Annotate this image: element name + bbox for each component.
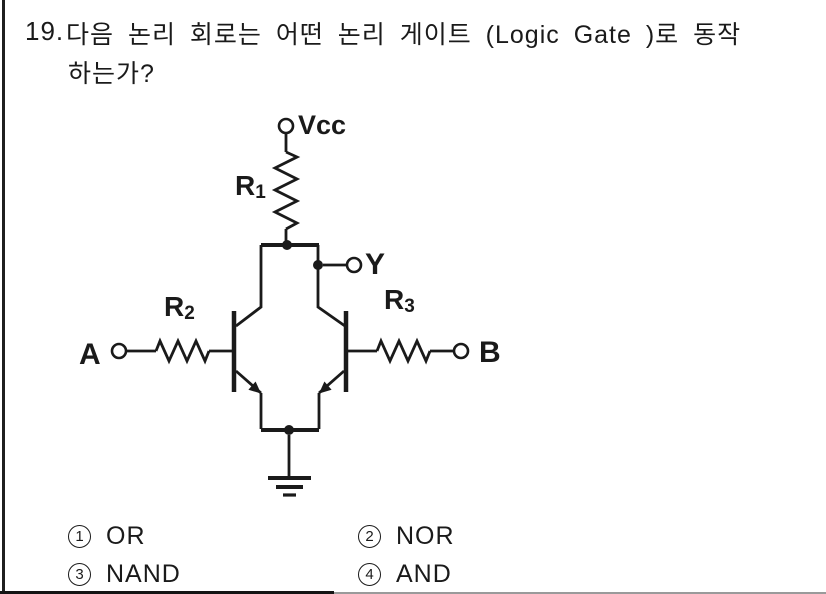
r1-label: R1 (235, 170, 266, 203)
left-emitter-arrow (248, 381, 261, 394)
vcc-label: Vcc (298, 110, 346, 140)
option-3-circle-number: 3 (68, 563, 91, 586)
b-terminal (452, 342, 470, 360)
option-3-nand[interactable]: 3 NAND (68, 560, 181, 589)
y-terminal (345, 256, 363, 274)
left-collector-wire (235, 245, 263, 328)
r3-label: R3 (384, 284, 415, 317)
a-label: A (79, 338, 101, 371)
option-1-label: OR (106, 522, 146, 550)
a-terminal (110, 342, 128, 360)
page-left-border (2, 0, 5, 594)
option-1-or[interactable]: 1 OR (68, 522, 146, 551)
option-1-circle-number: 1 (68, 525, 91, 548)
option-2-nor[interactable]: 2 NOR (358, 522, 455, 551)
page-bottom-border-faint (330, 592, 826, 594)
option-2-circle-number: 2 (358, 525, 381, 548)
resistor-r3 (375, 337, 432, 365)
option-4-circle-number: 4 (358, 563, 381, 586)
resistor-r2 (154, 337, 211, 365)
option-3-label: NAND (106, 560, 181, 588)
y-junction-dot (313, 260, 323, 270)
option-2-label: NOR (396, 522, 455, 550)
question-text-line2: 하는가? (68, 60, 155, 88)
r2-label: R2 (164, 291, 195, 324)
y-label: Y (365, 248, 385, 281)
option-4-and[interactable]: 4 AND (358, 560, 452, 589)
question-number: 19. (25, 16, 65, 46)
logic-circuit-diagram: Vcc R1 Y A R2 (79, 110, 501, 497)
page-bottom-border (0, 591, 334, 594)
question-text-line1: 다음 논리 회로는 어떤 논리 게이트 (Logic Gate )로 동작 (66, 21, 742, 49)
right-emitter-arrow (319, 381, 332, 394)
emitter-junction-dot (284, 425, 294, 435)
option-4-label: AND (396, 560, 452, 588)
b-label: B (479, 336, 501, 369)
resistor-r1 (271, 150, 301, 231)
vcc-terminal (277, 117, 295, 135)
right-collector-wire (316, 245, 346, 328)
